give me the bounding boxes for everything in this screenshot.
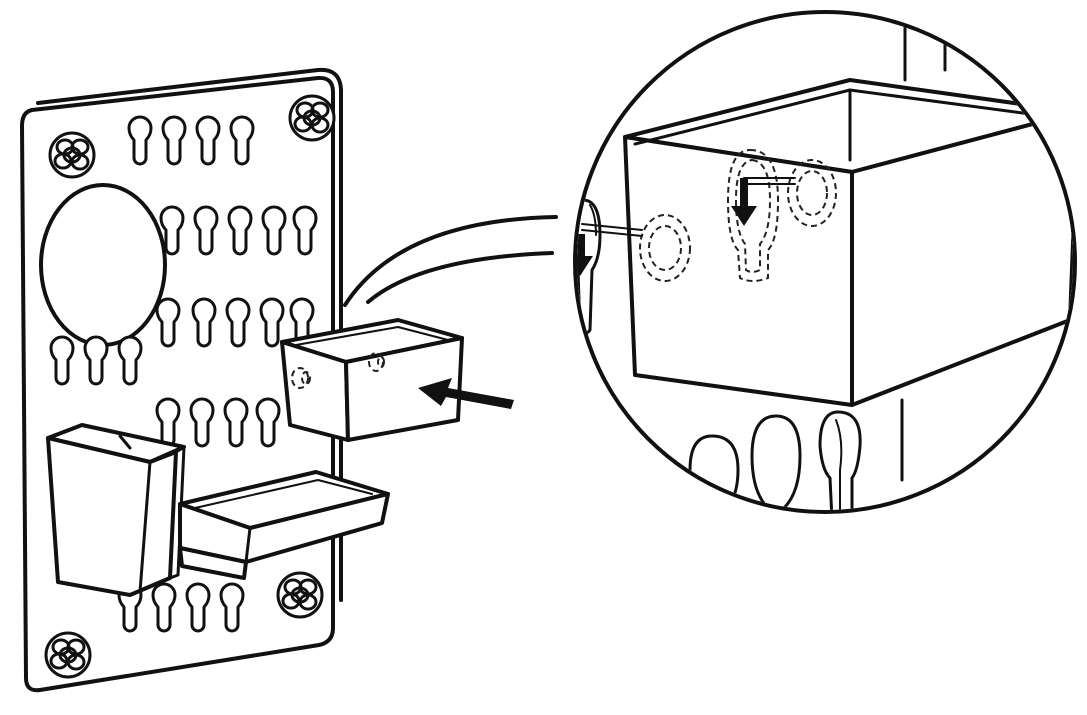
lower-keyhole-3 <box>818 410 862 510</box>
keyhole-slot <box>151 582 177 633</box>
keyhole-slot <box>225 297 251 348</box>
screw-icon <box>48 131 96 179</box>
large-container <box>623 78 1073 407</box>
callout-tail-upper <box>343 215 558 307</box>
hook-dashed-middle <box>726 148 780 282</box>
hook-dashed-right <box>743 159 837 227</box>
keyhole-slot <box>49 335 75 386</box>
keyhole-slot <box>227 205 253 256</box>
lower-keyhole-1 <box>688 434 740 510</box>
keyhole-slot <box>223 397 249 448</box>
screw-icon <box>288 94 336 142</box>
keyhole-slot <box>161 115 187 166</box>
keyhole-slot <box>117 335 143 386</box>
down-arrow-icon <box>731 178 757 226</box>
keyhole-slot <box>261 205 287 256</box>
callout-tail-lower <box>366 251 554 304</box>
keyhole-slot <box>193 205 219 256</box>
small-container <box>280 318 464 442</box>
shelf-tray-inner <box>194 479 373 509</box>
hook-mark-left <box>291 367 311 389</box>
hook-dashed-left <box>581 214 691 282</box>
direction-arrow-icon <box>418 378 514 409</box>
keyhole-slot <box>159 205 185 256</box>
keyhole-slot <box>155 297 181 348</box>
detail-callout <box>343 10 1077 514</box>
tall-cup <box>46 423 186 597</box>
keyhole-slot <box>195 115 221 166</box>
keyhole-slot <box>292 205 318 256</box>
keyhole-slot <box>259 297 285 348</box>
shelf-tray-bottom <box>178 546 248 580</box>
keyhole-slot <box>255 397 281 448</box>
shelf-tray-corner <box>244 526 252 564</box>
round-mirror <box>39 183 167 347</box>
keyhole-slot <box>155 397 181 448</box>
pegboard-edge <box>36 67 343 602</box>
down-arrow-icon <box>577 234 593 276</box>
keyhole-slot <box>219 582 245 633</box>
keyhole-slot <box>229 115 255 166</box>
small-container-front <box>344 336 464 442</box>
keyhole-slot <box>127 115 153 166</box>
mounting-screws <box>44 94 336 679</box>
keyhole-slots <box>49 115 318 633</box>
large-container-front <box>623 135 854 407</box>
tall-cup-body <box>46 436 178 597</box>
keyhole-slot <box>185 582 211 633</box>
keyhole-slot <box>83 335 109 386</box>
small-container-inner <box>295 326 449 346</box>
tall-cup-corner <box>138 460 152 594</box>
tall-cup-inner-line <box>118 434 132 450</box>
screw-icon <box>44 631 92 679</box>
shelf-tray <box>178 470 390 580</box>
keyhole-slot <box>191 297 217 348</box>
keyhole-slot <box>189 397 215 448</box>
lower-keyhole-2 <box>750 414 802 510</box>
screw-icon <box>276 571 324 619</box>
hook-mark-right <box>368 352 385 372</box>
keyhole-slot <box>289 297 315 348</box>
